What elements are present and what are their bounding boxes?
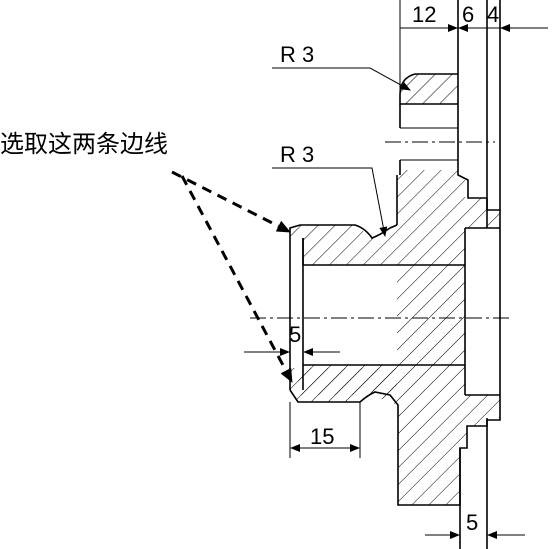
dim-6-label: 6 [462,2,474,27]
centerlines [250,141,510,319]
dim-12-label: 12 [412,2,436,27]
annotation-text: 选取这两条边线 [0,130,168,158]
radius-leaders [272,67,411,237]
dim-4-label: 4 [487,2,499,27]
annotation-arrows [171,170,294,383]
part-outline [289,0,501,549]
dim-15-lines [289,402,361,458]
top-dimensions [399,0,548,95]
dim-5-bottom-label: 5 [466,510,478,535]
radius-label-2: R 3 [280,142,314,167]
section-hatching [290,74,500,505]
radius-label-1: R 3 [280,42,314,67]
dim-5-bore-label: 5 [289,322,301,347]
dim-15-label: 15 [310,424,334,449]
